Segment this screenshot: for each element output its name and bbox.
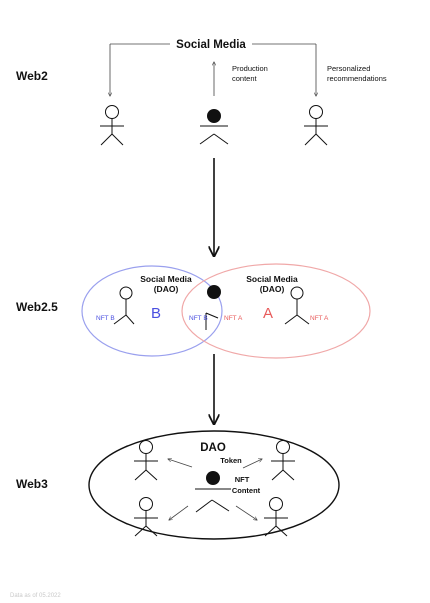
nft-b-inner-label: NFT B [189,315,208,322]
web3-creator-icon [195,471,231,513]
web2-bracket [110,43,316,96]
dao-b-circle [81,265,223,357]
dao-b-title: Social Media [140,274,192,284]
token-label: Token [220,456,242,465]
letter-b: B [151,305,161,322]
personalized-label-line1: Personalized [327,64,370,73]
dao-a-circle [181,263,371,359]
web2-user-left-icon [100,105,124,146]
web3-arrow-to-bottom-left [169,505,189,520]
tier-label-web25: Web2.5 [16,300,58,314]
social-media-title: Social Media [176,39,246,51]
production-label-line1: Production [232,64,268,73]
nft-label: NFT [235,475,250,484]
dao-a-subtitle: (DAO) [260,284,285,294]
web2-user-right-icon [304,105,328,146]
production-label-line2: content [232,74,258,83]
dao-ellipse [88,430,340,540]
tier-label-web2: Web2 [16,69,48,83]
tier-label-web3: Web3 [16,477,48,491]
web3-arrow-to-top-left [168,459,193,468]
web25-user-b-icon [113,286,135,325]
web3-user-top-right-icon [271,440,295,481]
letter-a: A [263,305,273,322]
web25-user-a-icon [284,286,310,325]
dao-a-title: Social Media [246,274,298,284]
footer-note: Data as of 05.2022 [10,593,61,599]
web3-user-bottom-left-icon [134,497,158,537]
nft-b-outer-label: NFT B [96,315,115,322]
web3-user-top-left-icon [134,440,158,481]
web2-creator-icon [199,109,229,145]
web3-user-bottom-right-icon [264,497,288,537]
dao-b-subtitle: (DAO) [154,284,179,294]
nft-a-outer-label: NFT A [310,315,329,322]
nft-a-inner-label: NFT A [224,315,243,322]
web3-arrow-to-bottom-right [235,505,257,520]
dao-title: DAO [200,442,226,454]
web3-arrow-to-top-right [242,459,262,469]
personalized-label-line2: recommendations [327,74,387,83]
content-label: Content [232,486,261,495]
web25-creator-icon [205,285,221,330]
